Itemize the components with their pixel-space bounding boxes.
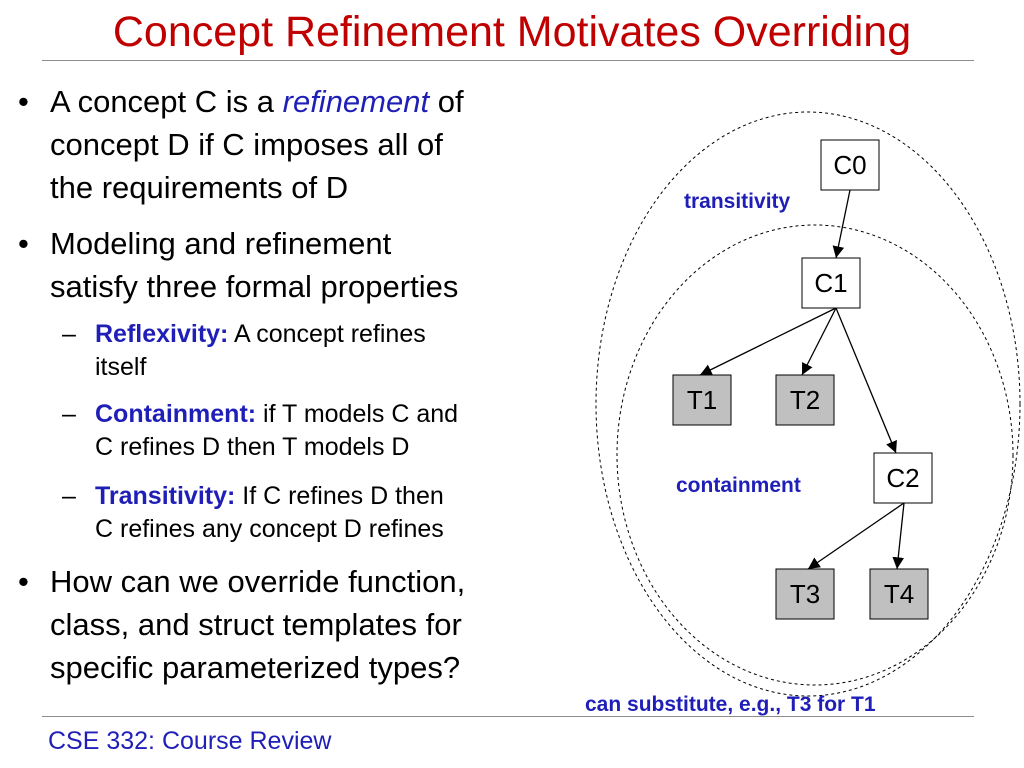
node-c2-label: C2: [886, 463, 919, 493]
bullet-glyph: •: [18, 84, 29, 119]
containment-annotation: containment: [676, 474, 801, 497]
bullet-line: class, and struct templates for: [50, 607, 462, 642]
bullet-line: satisfy three formal properties: [50, 269, 459, 304]
transitivity-annotation: transitivity: [684, 190, 791, 213]
edge-c1-c2: [835, 307, 897, 454]
edge-c2-t4: [892, 502, 905, 570]
bullet-line: A concept C is a refinement of: [50, 84, 464, 119]
bullet-line: the requirements of D: [50, 170, 349, 205]
node-c1-label: C1: [814, 268, 847, 298]
dash-glyph: –: [62, 482, 76, 510]
footer-course-label: CSE 332: Course Review: [48, 727, 332, 755]
node-t1: T1: [672, 374, 732, 426]
bullet-line: How can we override function,: [50, 564, 466, 599]
node-t3-label: T3: [790, 579, 820, 609]
node-c1: C1: [801, 257, 861, 309]
node-t2-label: T2: [790, 385, 820, 415]
node-c2: C2: [873, 452, 933, 504]
bullet-line: C refines D then T models D: [95, 433, 410, 461]
node-t4: T4: [869, 568, 929, 620]
edge-c2-t3: [807, 502, 905, 570]
footer-divider: [42, 716, 974, 717]
containment-ellipse: [616, 224, 1014, 686]
bullet-glyph: •: [18, 564, 29, 599]
substitute-annotation: can substitute, e.g., T3 for T1: [585, 693, 876, 716]
transitivity-ellipse: [595, 111, 1021, 697]
containment-label: Containment:: [95, 400, 257, 428]
edge-c1-t2: [801, 307, 837, 376]
edge-c1-t1: [699, 307, 837, 376]
node-t4-label: T4: [884, 579, 914, 609]
slide-title: Concept Refinement Motivates Overriding: [112, 8, 912, 56]
node-c0-label: C0: [833, 150, 866, 180]
refinement-term: refinement: [282, 84, 430, 119]
dash-glyph: –: [62, 400, 76, 428]
node-t3: T3: [775, 568, 835, 620]
bullet-line: concept D if C imposes all of: [50, 127, 443, 162]
bullet-line: Transitivity: If C refines D then: [95, 482, 444, 510]
bullet-line: itself: [95, 353, 147, 381]
bullet-line: C refines any concept D refines: [95, 515, 444, 543]
title-divider: [42, 60, 974, 61]
bullet-line: Modeling and refinement: [50, 226, 392, 261]
node-c0: C0: [820, 139, 880, 191]
node-t2: T2: [775, 374, 835, 426]
edge-c0-c1: [832, 189, 851, 259]
bullet-glyph: •: [18, 226, 29, 261]
bullet-line: Containment: if T models C and: [95, 400, 459, 428]
bullet-line: specific parameterized types?: [50, 650, 461, 685]
reflexivity-label: Reflexivity:: [95, 320, 229, 348]
bullet-line: Reflexivity: A concept refines: [95, 320, 426, 348]
dash-glyph: –: [62, 320, 76, 348]
transitivity-label: Transitivity:: [95, 482, 236, 510]
node-t1-label: T1: [687, 385, 717, 415]
